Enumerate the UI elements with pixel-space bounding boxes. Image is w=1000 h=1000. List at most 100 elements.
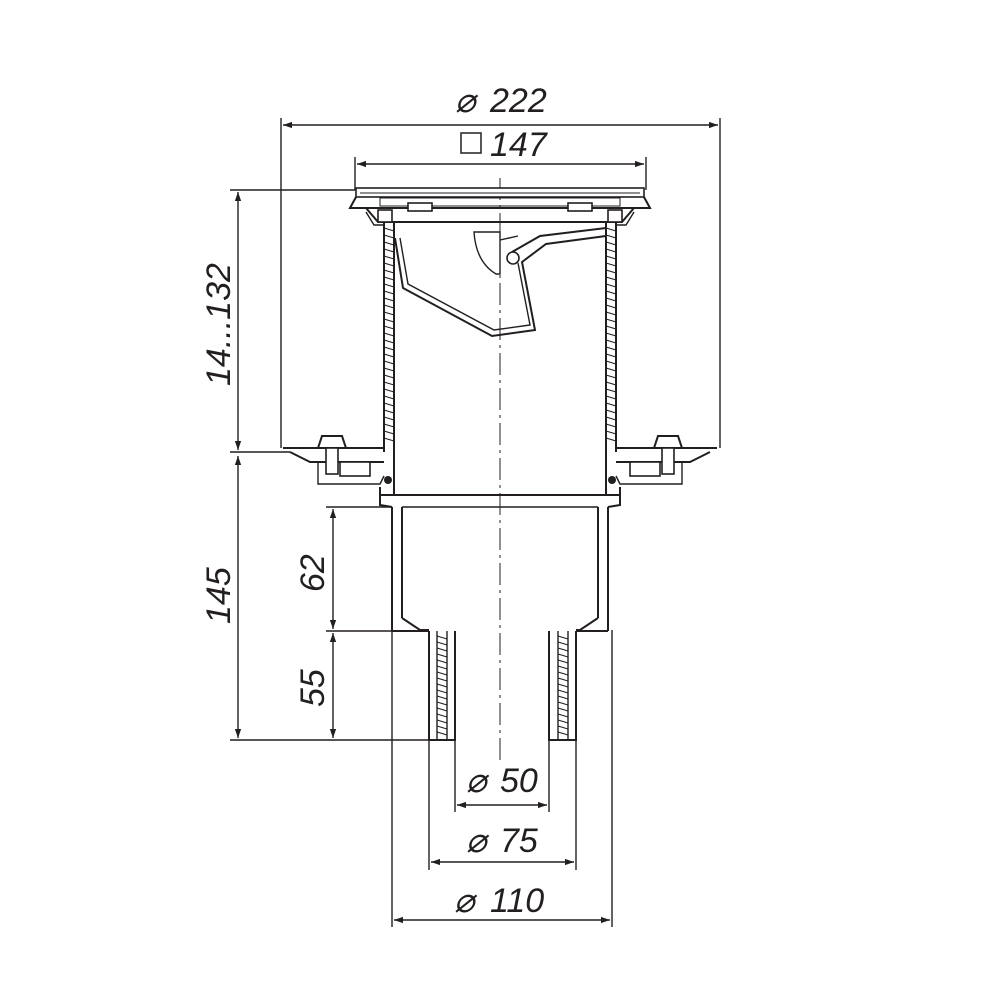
dim-145-label: 145: [200, 567, 238, 624]
thread-mark: [383, 339, 395, 344]
thread-mark: [605, 325, 617, 330]
svg-text:75: 75: [500, 822, 538, 860]
thread-mark: [605, 388, 617, 393]
thread-mark: [436, 719, 448, 724]
thread-mark: [605, 227, 617, 232]
svg-text:⌀: ⌀: [454, 882, 478, 920]
thread-mark: [605, 276, 617, 281]
thread-mark: [605, 304, 617, 309]
thread-mark: [383, 248, 395, 253]
thread-mark: [605, 283, 617, 288]
thread-mark: [605, 381, 617, 386]
dim-62-label: 62: [294, 554, 332, 592]
thread-mark: [383, 423, 395, 428]
thread-mark: [436, 701, 448, 706]
dimension-lines: [230, 118, 721, 927]
dim-14-132-label: 14...132: [200, 263, 238, 386]
thread-mark: [383, 374, 395, 379]
thread-mark: [436, 635, 448, 640]
thread-mark: [383, 290, 395, 295]
thread-mark: [436, 641, 448, 646]
thread-mark: [383, 437, 395, 442]
thread-mark: [605, 360, 617, 365]
thread-mark: [557, 689, 569, 694]
thread-mark: [383, 269, 395, 274]
lower-body: [379, 487, 621, 632]
spigot-ribs-right: [557, 635, 569, 736]
thread-mark: [383, 325, 395, 330]
thread-mark: [557, 641, 569, 646]
svg-text:147: 147: [490, 126, 548, 164]
dim-110-label: ⌀ 110: [454, 882, 544, 920]
thread-mark: [605, 437, 617, 442]
thread-mark: [383, 227, 395, 232]
grate: [348, 187, 652, 212]
dim-222-label: ⌀ 222: [455, 82, 547, 120]
thread-mark: [605, 416, 617, 421]
thread-mark: [383, 367, 395, 372]
thread-mark: [605, 255, 617, 260]
thread-mark: [436, 695, 448, 700]
thread-mark: [557, 731, 569, 736]
thread-mark: [436, 653, 448, 658]
spigot-ribs-left: [436, 635, 448, 736]
thread-marks-left: [383, 227, 395, 442]
thread-mark: [383, 311, 395, 316]
thread-mark: [605, 346, 617, 351]
thread-mark: [605, 423, 617, 428]
thread-marks-right: [605, 227, 617, 442]
thread-mark: [383, 318, 395, 323]
svg-text:110: 110: [490, 882, 544, 920]
thread-mark: [383, 283, 395, 288]
thread-mark: [605, 367, 617, 372]
thread-mark: [436, 713, 448, 718]
thread-mark: [605, 332, 617, 337]
thread-mark: [436, 677, 448, 682]
thread-mark: [557, 677, 569, 682]
thread-mark: [383, 262, 395, 267]
thread-mark: [557, 659, 569, 664]
thread-mark: [436, 665, 448, 670]
thread-mark: [383, 234, 395, 239]
thread-mark: [605, 248, 617, 253]
thread-mark: [557, 701, 569, 706]
thread-mark: [605, 339, 617, 344]
thread-mark: [557, 647, 569, 652]
thread-mark: [383, 276, 395, 281]
thread-mark: [383, 381, 395, 386]
thread-mark: [383, 297, 395, 302]
dim-75-label: ⌀ 75: [466, 822, 538, 860]
svg-text:⌀: ⌀: [455, 82, 479, 120]
svg-text:50: 50: [500, 762, 538, 800]
thread-mark: [436, 659, 448, 664]
thread-mark: [605, 353, 617, 358]
thread-mark: [557, 725, 569, 730]
thread-mark: [605, 234, 617, 239]
thread-mark: [605, 430, 617, 435]
thread-mark: [436, 671, 448, 676]
thread-mark: [605, 409, 617, 414]
frame-ring: [350, 207, 650, 226]
odour-trap: [394, 226, 607, 338]
square-symbol-icon: [460, 132, 482, 154]
outlet-spigots: [428, 631, 577, 741]
thread-mark: [605, 311, 617, 316]
thread-mark: [436, 683, 448, 688]
flange-right: [608, 435, 717, 485]
dimension-labels: ⌀ 222 147 14...132 145 62 55 ⌀ 50 ⌀ 75 ⌀…: [200, 82, 548, 920]
upper-body: [383, 222, 617, 495]
thread-mark: [436, 689, 448, 694]
svg-text:222: 222: [489, 82, 547, 120]
thread-mark: [605, 318, 617, 323]
thread-mark: [605, 290, 617, 295]
thread-mark: [605, 395, 617, 400]
dim-50-label: ⌀ 50: [466, 762, 538, 800]
flange-left: [283, 435, 392, 485]
thread-mark: [383, 241, 395, 246]
thread-mark: [557, 695, 569, 700]
thread-mark: [557, 653, 569, 658]
thread-mark: [557, 719, 569, 724]
thread-mark: [436, 731, 448, 736]
